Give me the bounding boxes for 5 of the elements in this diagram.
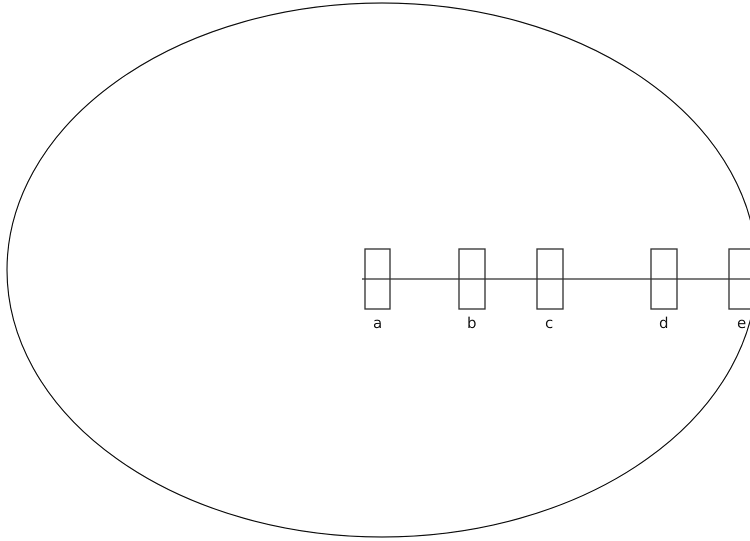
letter-label: d (659, 314, 669, 332)
letter-label: a (373, 314, 382, 332)
letter-label: b (467, 314, 477, 332)
letter-label: c (545, 314, 554, 332)
letter-label: e (737, 314, 746, 332)
